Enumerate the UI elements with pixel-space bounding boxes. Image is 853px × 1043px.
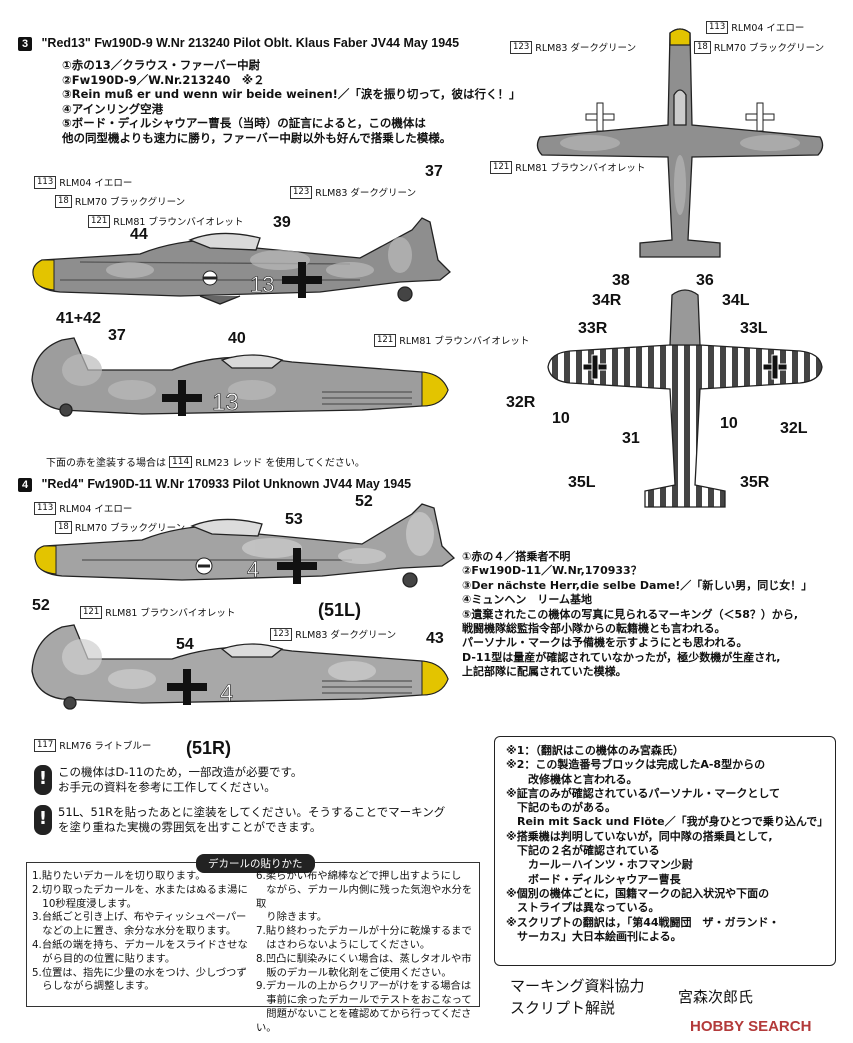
section3-notes: ①赤の13／クラウス・ファーバー中尉 ②Fw190D-9／W.Nr.213240… — [62, 58, 521, 146]
decal-steps-col2: 6.柔らかい布や綿棒などで押し出すようにし ながら、デカール内側に残った気泡や水… — [256, 870, 473, 1034]
callout-51r: (51R) — [186, 738, 232, 758]
callout-43: 43 — [426, 630, 444, 647]
callout-34l: 34L — [722, 292, 750, 309]
note-line: D-11型は量産が確認されていなかったが，極少数機が生産され, — [462, 650, 781, 664]
callout-52: 52 — [355, 493, 373, 510]
note-line: 戦闘機隊総監指令部小隊からの転籍機とも言われる。 — [462, 622, 726, 636]
note-line: ④ミュンヘン リーム基地 — [462, 593, 592, 607]
note-line: ②Fw190D-11／W.Nr,170933？ — [462, 564, 642, 578]
callout-52-lower: 52 — [32, 597, 50, 614]
warning-51-paint-order: ! 51L、51Rを貼ったあとに塗装をしてください。そうすることでマーキング を… — [34, 805, 445, 835]
section3-number-badge: 3 — [18, 37, 32, 51]
callout-51l: (51L) — [318, 600, 362, 620]
callout-32r: 32R — [506, 394, 536, 411]
callout-41-42: 41+42 — [56, 310, 101, 327]
callout-31: 31 — [622, 430, 640, 447]
section4-notes: ①赤の４／搭乗者不明 ②Fw190D-11／W.Nr,170933？ ③Der … — [462, 550, 812, 680]
section4-header: 4 "Red4" Fw190D-11 W.Nr 170933 Pilot Unk… — [18, 477, 411, 492]
note-line: ⑤ボード・ディルシャウアー曹長（当時）の証言によると，この機体は — [62, 116, 426, 131]
note-line: ④アインリング空港 — [62, 101, 164, 116]
callout-44: 44 — [130, 226, 148, 243]
decal-steps-col1: 1.貼りたいデカールを切り取ります。2.切り取ったデカールを、水またはぬるま湯に… — [32, 870, 248, 993]
callout-36: 36 — [696, 272, 714, 289]
callout-33l: 33L — [740, 320, 768, 337]
exclamation-icon: ! — [34, 765, 52, 795]
credit-line1: マーキング資料協力 — [510, 977, 645, 995]
callout-40: 40 — [228, 330, 246, 347]
note-line: ⑤遺棄されたこの機体の写真に見られるマーキング（＜58？）から, — [462, 607, 799, 621]
callout-54: 54 — [176, 636, 194, 653]
underside-red-note: 下面の赤を塗装する場合は 114 RLM23 レッド を使用してください。 — [46, 455, 365, 469]
callout-38: 38 — [612, 272, 630, 289]
watermark: HOBBY SEARCH — [690, 1018, 812, 1035]
note-line: ①赤の４／搭乗者不明 — [462, 550, 571, 563]
fuselage-code-right: 13 — [212, 389, 239, 416]
balkenkreuz — [282, 262, 322, 298]
callout-35l: 35L — [568, 474, 596, 491]
callout-34r: 34R — [592, 292, 622, 309]
section3-header: 3 "Red13" Fw190D-9 W.Nr 213240 Pilot Obl… — [18, 36, 459, 51]
callout-37-lower: 37 — [108, 327, 126, 344]
note-line: ①赤の13／クラウス・ファーバー中尉 — [62, 58, 261, 72]
note-line: パーソナル・マークは予備機を示すようにとも思われる。 — [462, 636, 748, 650]
fw190d11-profile-left: 4 — [34, 503, 456, 588]
fw190d9-profile-right: 13 — [31, 337, 449, 417]
callout-32l: 32L — [780, 420, 808, 437]
callout-53: 53 — [285, 511, 303, 528]
translation-notes-box — [494, 736, 836, 966]
note-line: 他の同型機よりも速力に勝り，ファーバー中尉以外も好んで搭乗した模様。 — [62, 130, 452, 145]
section4-number-badge: 4 — [18, 478, 32, 492]
translation-notes: ※1：（翻訳はこの機体のみ宮森氏）※2：この製造番号ブロックは完成したA-8型か… — [506, 744, 829, 943]
callout-35r: 35R — [740, 474, 770, 491]
note-line: ③Der nächste Herr,die selbe Dame!／「新しい男，… — [462, 578, 813, 592]
section4-title: "Red4" Fw190D-11 W.Nr 170933 Pilot Unkno… — [41, 477, 412, 491]
note-line: ②Fw190D-9／W.Nr.213240 ※２ — [62, 72, 265, 87]
fuselage-code: 13 — [250, 272, 274, 297]
section3-title: "Red13" Fw190D-9 W.Nr 213240 Pilot Oblt.… — [41, 36, 460, 50]
decal-instructions-title: デカールの貼りかた — [196, 854, 315, 873]
fuselage-code-red4-right: 4 — [220, 680, 233, 707]
decal-instructions-title-wrap: デカールの貼りかた — [196, 852, 315, 873]
callout-10-left: 10 — [552, 410, 570, 427]
credit-line2: スクリプト解説 — [510, 999, 616, 1017]
fw190d9-top-view — [536, 28, 824, 258]
fuselage-code-red4: 4 — [247, 557, 259, 582]
note-line: 上記部隊に配属されていた模様。 — [462, 665, 627, 679]
credit-name: 宮森次郎氏 — [678, 988, 754, 1006]
note-line: ③Rein muß er und wenn wir beide weinen!／… — [62, 87, 521, 102]
fw190d9-underside-view — [547, 289, 823, 508]
callout-39: 39 — [273, 214, 291, 231]
warning-d11-modification: ! この機体はD-11のため，一部改造が必要です。 お手元の資料を参考に工作して… — [34, 765, 302, 795]
fw190d9-profile-left: 13 — [32, 217, 451, 305]
callout-33r: 33R — [578, 320, 608, 337]
exclamation-icon: ! — [34, 805, 52, 835]
callout-37: 37 — [425, 163, 443, 180]
callout-10-right: 10 — [720, 415, 738, 432]
fw190d11-profile-right: 4 — [31, 624, 449, 710]
